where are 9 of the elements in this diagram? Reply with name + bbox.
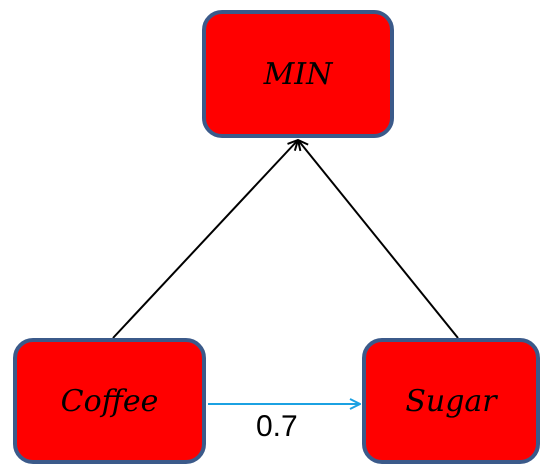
node-label: Coffee [60, 384, 158, 418]
process-box [13, 338, 206, 464]
arrow [297, 139, 459, 339]
process-box [202, 10, 394, 138]
arrow [112, 139, 299, 339]
arrow [208, 398, 361, 410]
process-box [362, 338, 540, 464]
node-label: Sugar [405, 384, 497, 418]
node-label: MIN [264, 56, 332, 92]
